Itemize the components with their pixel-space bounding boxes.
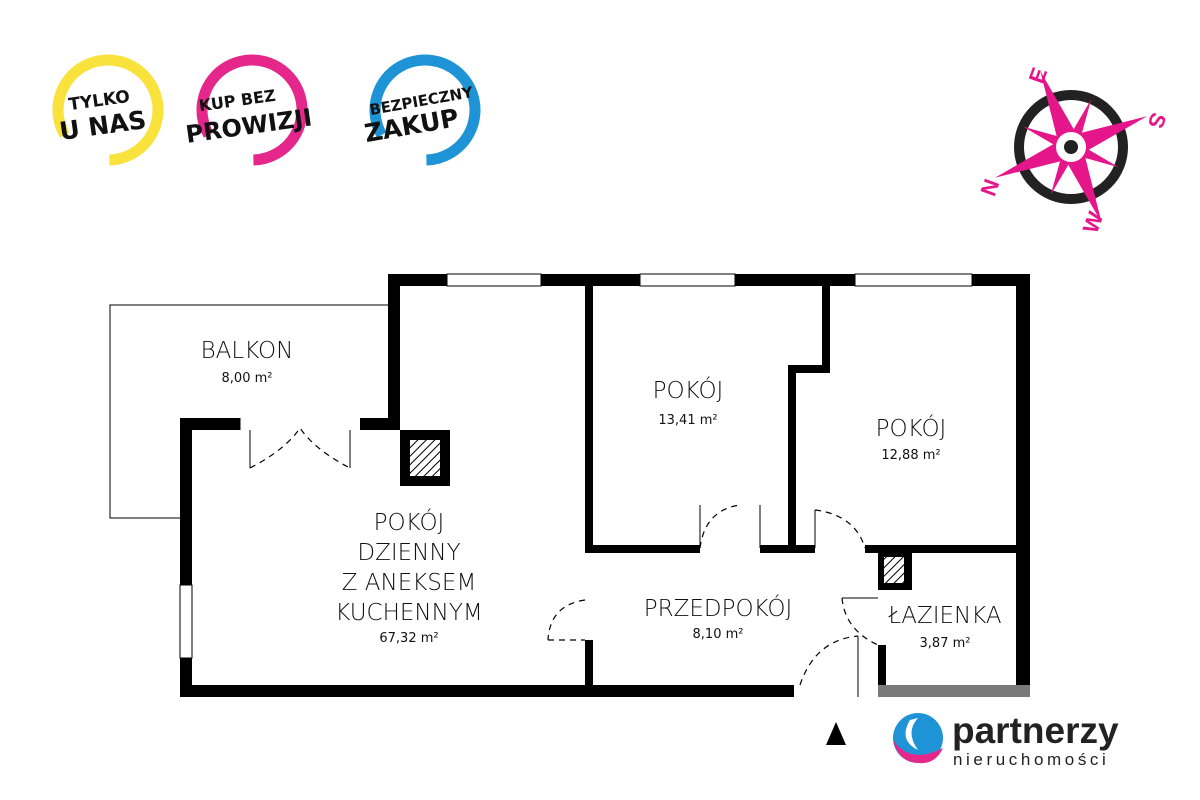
- balcony-outline: [109, 304, 388, 519]
- room-living-area: 67,32 m²: [379, 631, 438, 646]
- entrance-arrow-icon: [826, 722, 846, 745]
- room-living-line3: Z ANEKSEM: [342, 570, 477, 596]
- room2-name: POKÓJ: [876, 414, 947, 442]
- room2-area: 12,88 m²: [881, 448, 940, 463]
- compass-n: N: [975, 176, 1004, 199]
- compass-e: E: [1024, 64, 1053, 86]
- logo-title: partnerzy: [952, 710, 1119, 751]
- doors: [239, 418, 879, 697]
- logo-subtitle: nieruchomości: [953, 750, 1109, 769]
- hall-name: PRZEDPOKÓJ: [644, 594, 793, 622]
- partnerzy-logo: partnerzy nieruchomości: [893, 710, 1119, 769]
- badge-tylko-u-nas: TYLKO U NAS: [52, 54, 164, 166]
- room-balkon-area: 8,00 m²: [222, 371, 273, 386]
- hall-area: 8,10 m²: [693, 627, 744, 642]
- room-living-line4: KUCHENNYM: [335, 600, 483, 626]
- compass-icon: N E S W: [975, 64, 1172, 236]
- compass-w: W: [1078, 208, 1109, 236]
- room-living-line2: DZIENNY: [357, 540, 460, 566]
- room-living-line1: POKÓJ: [374, 508, 445, 536]
- windows: [179, 273, 973, 659]
- walls: [180, 274, 1030, 697]
- bath-area: 3,87 m²: [920, 636, 971, 651]
- compass-s: S: [1143, 109, 1172, 131]
- room-balkon-name: BALKON: [201, 338, 294, 364]
- badge-kup-bez-prowizji: KUP BEZ PROWIZJI: [184, 54, 314, 166]
- room1-area: 13,41 m²: [658, 413, 717, 428]
- bath-name: ŁAZIENKA: [887, 603, 1001, 629]
- room1-name: POKÓJ: [653, 376, 724, 404]
- badge-bezpieczny-zakup: BEZPIECZNY ZAKUP: [362, 54, 481, 166]
